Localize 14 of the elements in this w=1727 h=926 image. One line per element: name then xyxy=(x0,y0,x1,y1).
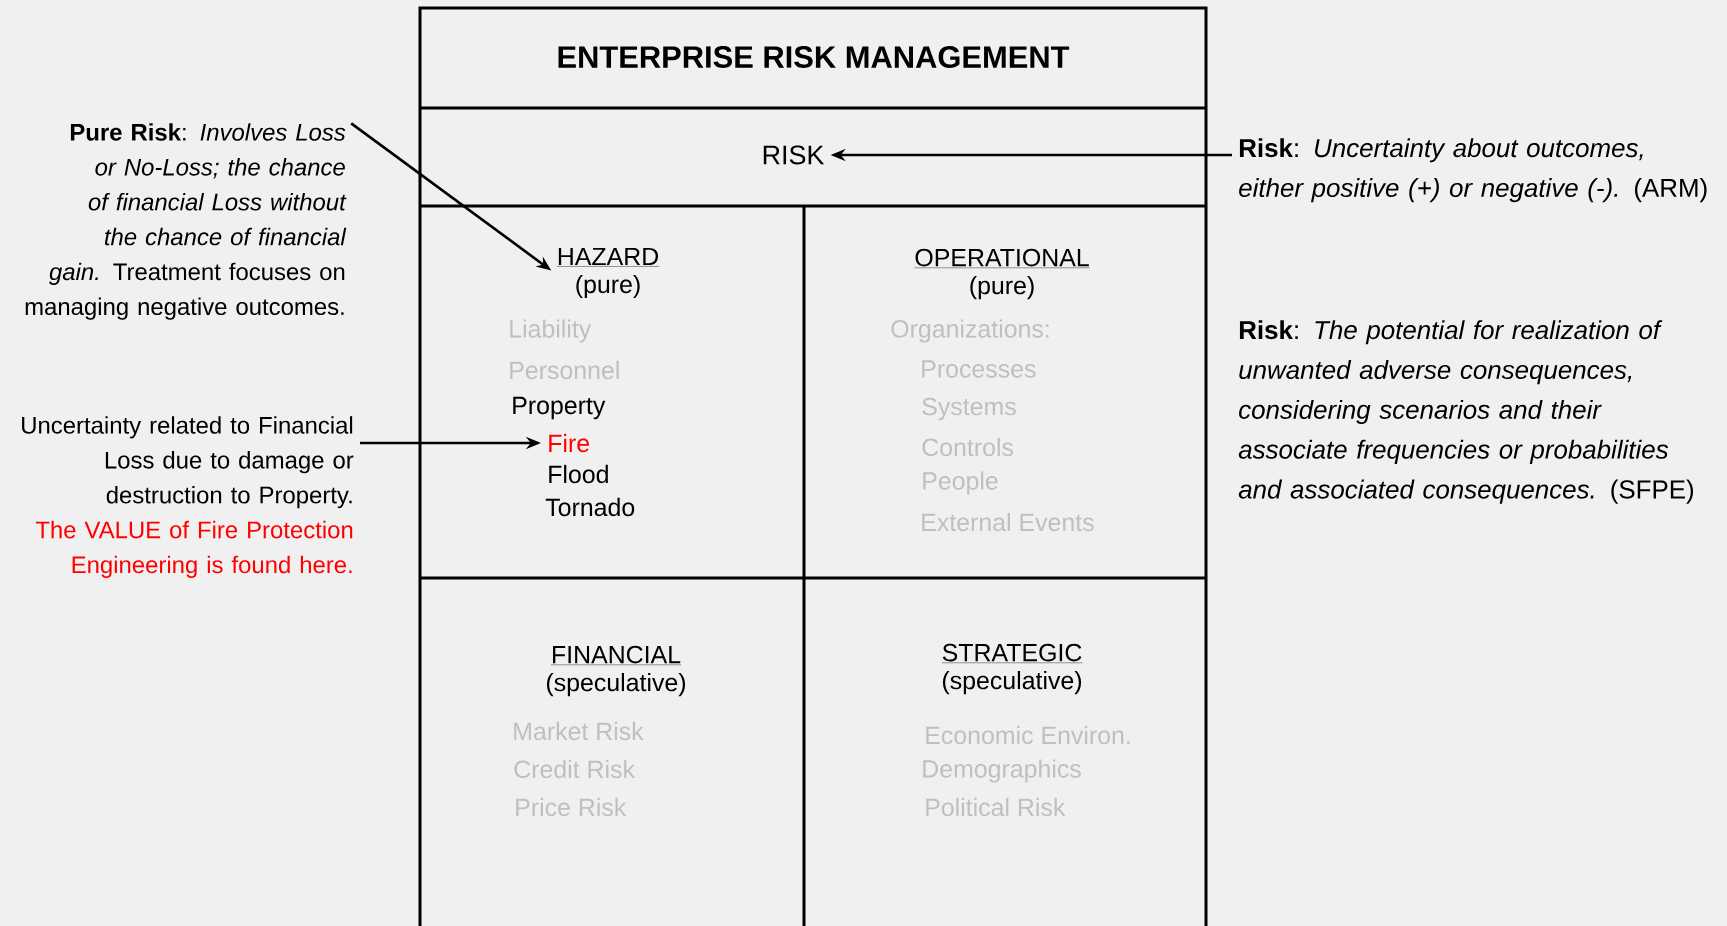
definition-text: Risk: Uncertainty about outcomes, either positive (+) or negative (-). (ARM) xyxy=(1239,138,1707,203)
title-text: ENTERPRISE RISK MANAGEMENT xyxy=(558,46,1070,68)
list-item: Tornado xyxy=(545,497,635,517)
category-heading: OPERATIONAL (pure) xyxy=(914,248,1090,300)
annotation-text: Pure Risk: Involves Loss or No-Loss; the chance of financial Loss without the chance of financial gain. Treatment focuses on managing negative outcomes. xyxy=(25,123,347,320)
category-heading: STRATEGIC (speculative) xyxy=(941,643,1083,695)
band-label: RISK xyxy=(763,145,825,165)
category-heading: HAZARD (pure) xyxy=(556,247,660,299)
definition-text: Risk: The potential for realization of unwanted adverse consequences, considering scenarios and their associate frequencies or probabilities and associated consequences. (SFPE) xyxy=(1238,320,1694,504)
category-heading: FINANCIAL (speculative) xyxy=(546,645,686,697)
list-item: Property xyxy=(513,396,606,420)
annotation-text: Uncertainty related to Financial Loss due to damage or destruction to Property. The VALUE of Fire Protection Engineering is found here. xyxy=(22,416,354,578)
list-item: Flood xyxy=(549,464,608,484)
list-item: Fire xyxy=(549,433,589,453)
